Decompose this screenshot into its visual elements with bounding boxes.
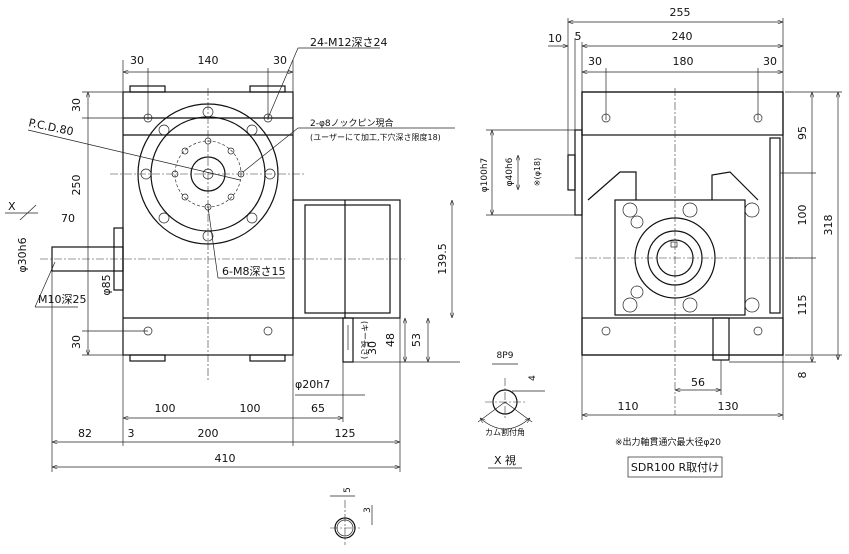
dim-40h6: φ40h6 — [505, 157, 515, 186]
dim-shaft-dia: φ30h6 — [16, 237, 29, 272]
dim-3: 3 — [128, 427, 135, 440]
dim-410: 410 — [215, 452, 236, 465]
dim-100h7: φ100h7 — [480, 158, 490, 193]
dim-5: 5 — [575, 30, 582, 43]
dim-48: 48 — [384, 333, 397, 347]
dim-110: 110 — [618, 400, 639, 413]
tap-note: 24-M12深さ24 — [310, 36, 387, 49]
out-shaft-dia: φ20h7 — [295, 378, 330, 391]
dim-65: 65 — [311, 402, 325, 415]
model-box — [627, 456, 723, 478]
front-view — [40, 85, 405, 380]
output-tap: 6-M8深さ15 — [222, 265, 285, 278]
cam-index-angle: カム割付角 — [485, 427, 525, 437]
dim-100a: 100 — [155, 402, 176, 415]
dim-180: 180 — [673, 55, 694, 68]
dim-139-5: 139.5 — [436, 243, 449, 275]
dim-left-30b: 30 — [70, 335, 83, 349]
dim-boss-dia: φ85 — [100, 274, 113, 295]
bore-note: ※出力軸貫通穴最大径φ20 — [615, 436, 721, 448]
side-dimensions — [486, 18, 842, 420]
dim-200: 200 — [198, 427, 219, 440]
dim-10: 10 — [548, 32, 562, 45]
x-view: 8P9 4 カム割付角 X 視 — [477, 351, 545, 469]
dim-8: 8 — [796, 372, 809, 379]
key-width: 5 — [343, 487, 353, 493]
model-label: SDR100 R取付け — [631, 461, 719, 474]
x-view-depth: 4 — [528, 375, 538, 381]
dim-56: 56 — [691, 376, 705, 389]
pin-note-2: (ユーザーにて加工,下穴深さ限度18) — [310, 132, 441, 142]
dim-side-30b: 30 — [763, 55, 777, 68]
key-length: (キー長さ) — [360, 321, 369, 359]
dim-key-30: 30 — [366, 341, 379, 355]
dim-100b: 100 — [240, 402, 261, 415]
key-detail: 5 3 — [330, 487, 373, 545]
dim-top-30a: 30 — [130, 54, 144, 67]
dim-53: 53 — [410, 333, 423, 347]
side-view — [567, 88, 800, 415]
dim-side-30a: 30 — [588, 55, 602, 68]
dim-82: 82 — [78, 427, 92, 440]
dim-255: 255 — [670, 6, 691, 19]
dim-side-100: 100 — [796, 205, 809, 226]
dim-top-140: 140 — [198, 54, 219, 67]
dim-125: 125 — [335, 427, 356, 440]
x-view-key: 8P9 — [497, 351, 514, 361]
dim-top-30b: 30 — [273, 54, 287, 67]
dim-130: 130 — [718, 400, 739, 413]
key-depth: 3 — [363, 507, 373, 513]
shaft-tap: M10深25 — [38, 293, 87, 306]
dim-95: 95 — [796, 126, 809, 140]
pin-note: 2-φ8ノックピン現合 — [310, 117, 393, 129]
dim-240: 240 — [672, 30, 693, 43]
dim-left-250: 250 — [70, 175, 83, 196]
dim-115: 115 — [796, 295, 809, 316]
dim-left-30a: 30 — [70, 98, 83, 112]
front-dimensions — [5, 47, 460, 472]
x-view-title: X 視 — [494, 453, 516, 467]
dim-18: ※(φ18) — [533, 158, 542, 186]
x-view-mark: X — [8, 200, 16, 213]
dim-shaft-70: 70 — [61, 212, 75, 225]
dim-318: 318 — [822, 215, 835, 236]
